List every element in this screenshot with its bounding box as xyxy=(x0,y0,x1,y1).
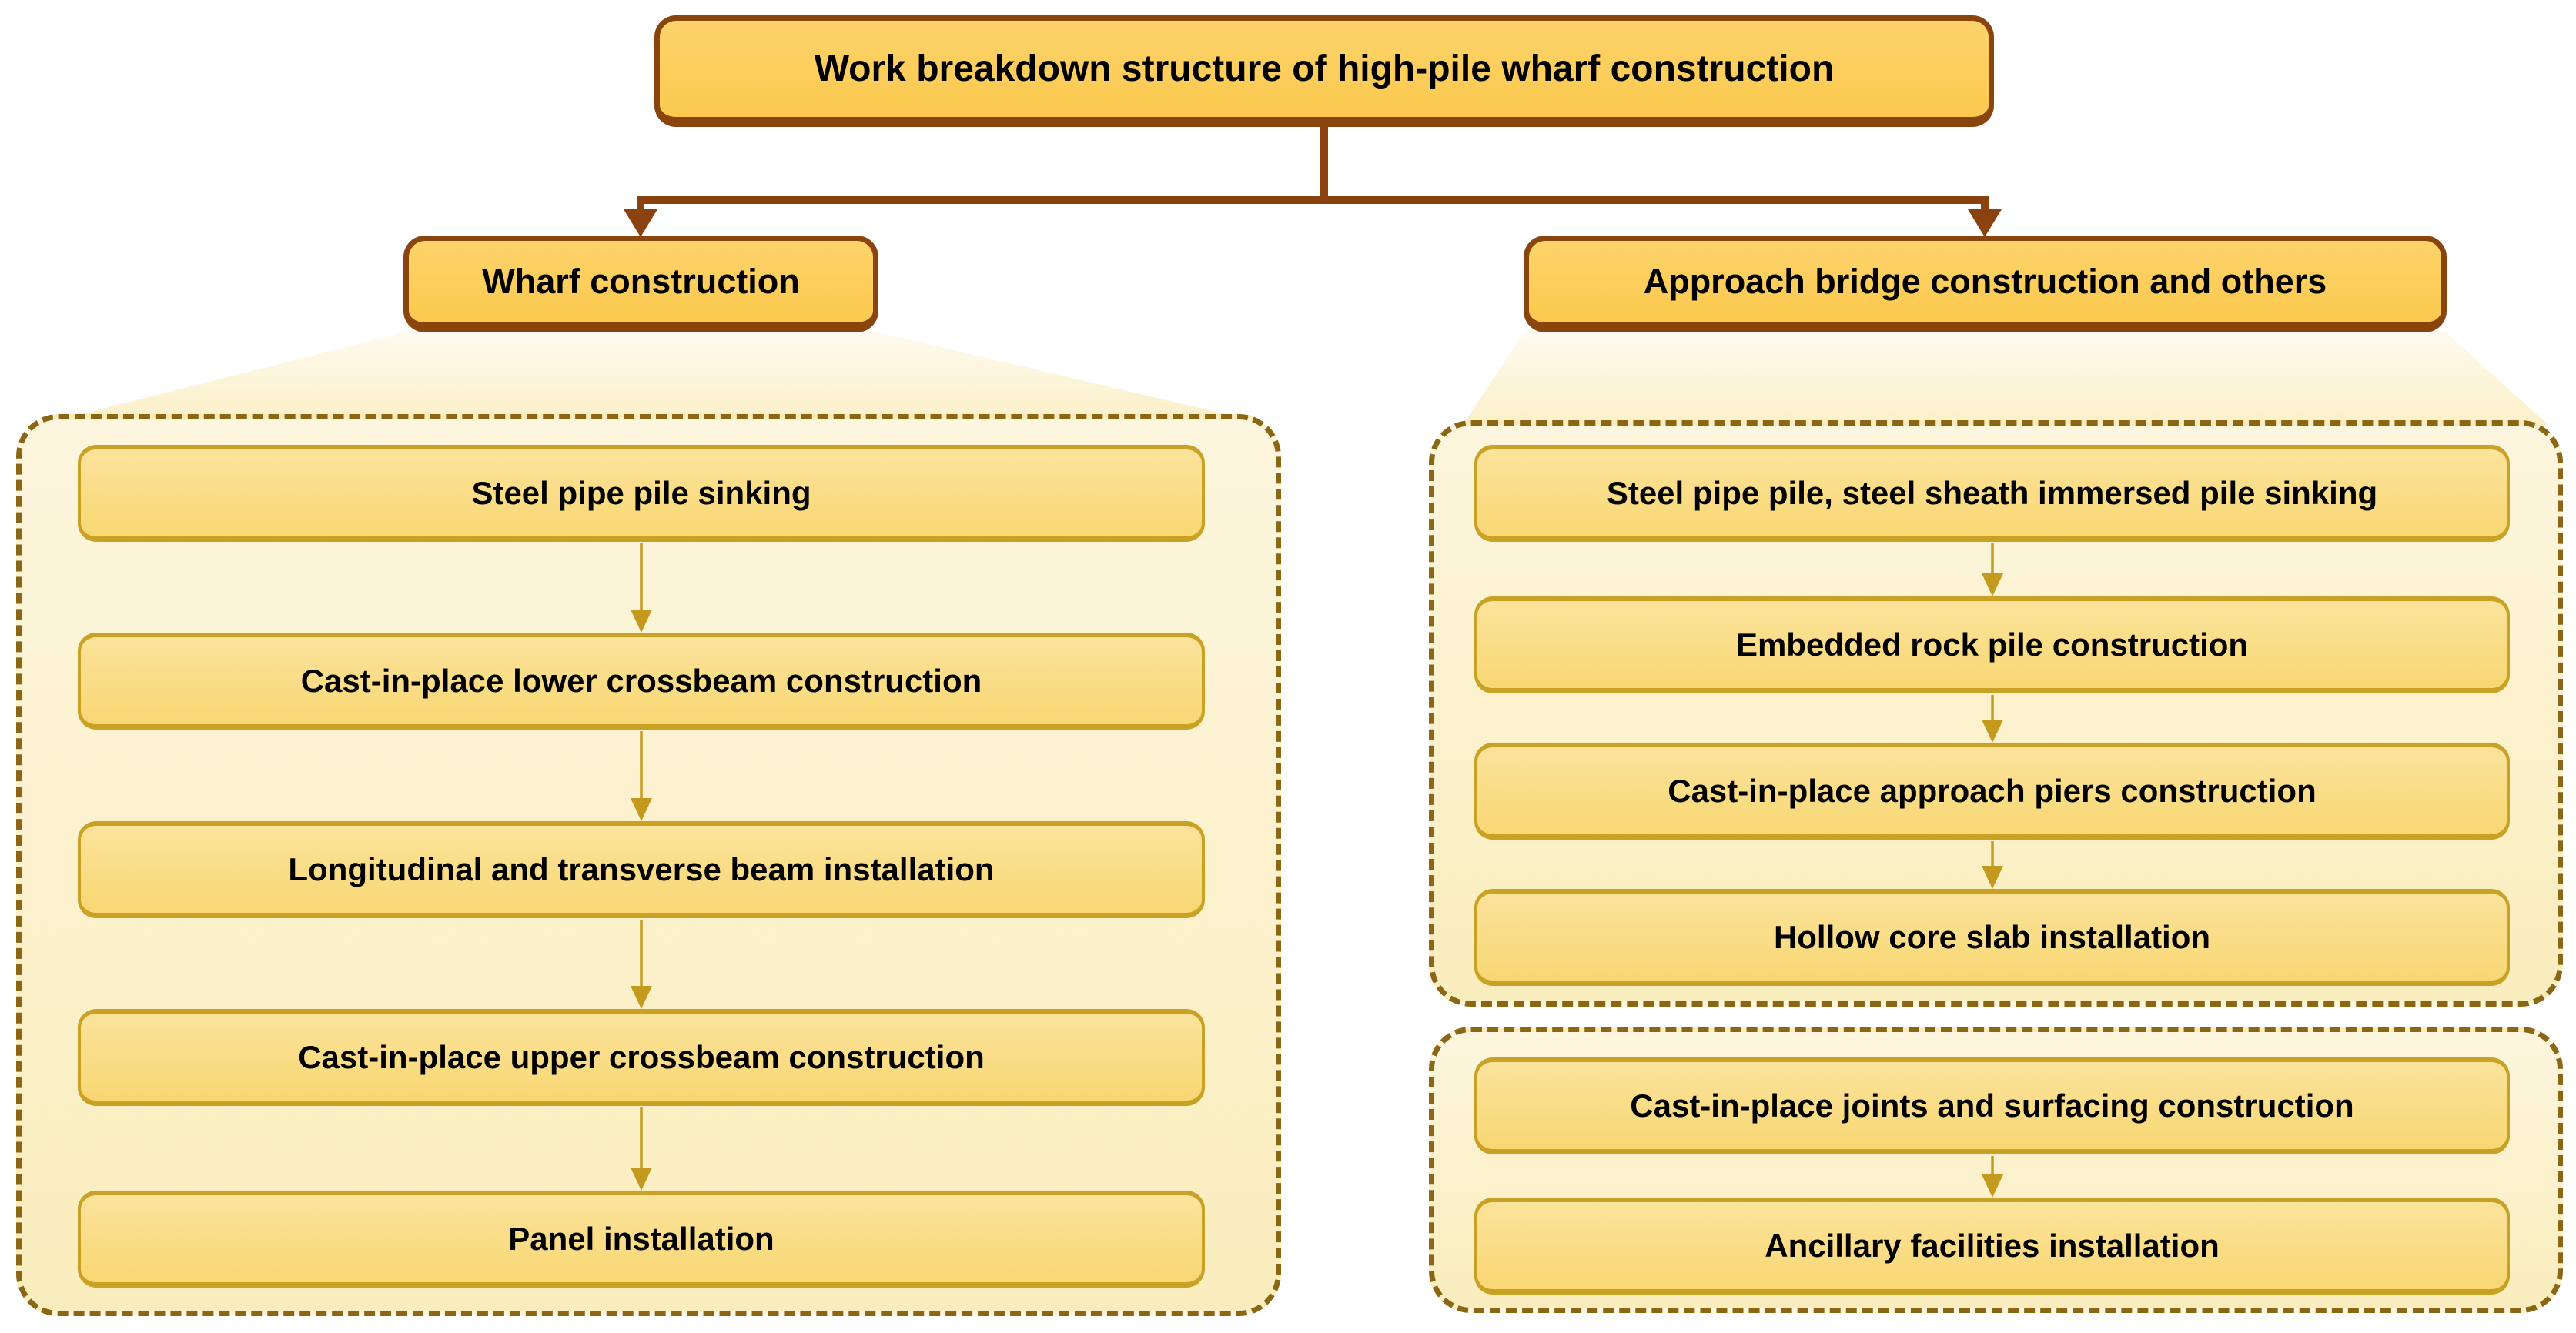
tree-connector xyxy=(624,125,2002,237)
beam-fan-right xyxy=(1463,332,2548,425)
process-step-embedded-rock-pile: Embedded rock pile construction xyxy=(1474,596,2510,693)
branch-node-approach-bridge: Approach bridge construction and others xyxy=(1524,236,2447,332)
process-step-immersed-pile-sinking: Steel pipe pile, steel sheath immersed p… xyxy=(1474,445,2510,542)
process-step-panel-installation: Panel installation xyxy=(78,1191,1205,1288)
process-step-beam-installation: Longitudinal and transverse beam install… xyxy=(78,821,1205,918)
process-step-ancillary-facilities: Ancillary facilities installation xyxy=(1474,1198,2510,1295)
process-step-lower-crossbeam: Cast-in-place lower crossbeam constructi… xyxy=(78,633,1205,730)
arrowhead-branch-right-icon xyxy=(1968,209,2002,237)
root-node: Work breakdown structure of high-pile wh… xyxy=(654,15,1994,127)
process-step-joints-surfacing: Cast-in-place joints and surfacing const… xyxy=(1474,1057,2510,1154)
process-step-approach-piers: Cast-in-place approach piers constructio… xyxy=(1474,743,2510,840)
branch-node-wharf-construction: Wharf construction xyxy=(403,236,878,332)
beam-fan-left xyxy=(69,332,1239,417)
process-step-upper-crossbeam: Cast-in-place upper crossbeam constructi… xyxy=(78,1009,1205,1106)
process-step-hollow-core-slab: Hollow core slab installation xyxy=(1474,889,2510,986)
process-step-steel-pipe-pile-sinking: Steel pipe pile sinking xyxy=(78,445,1205,542)
arrowhead-branch-left-icon xyxy=(624,209,657,237)
